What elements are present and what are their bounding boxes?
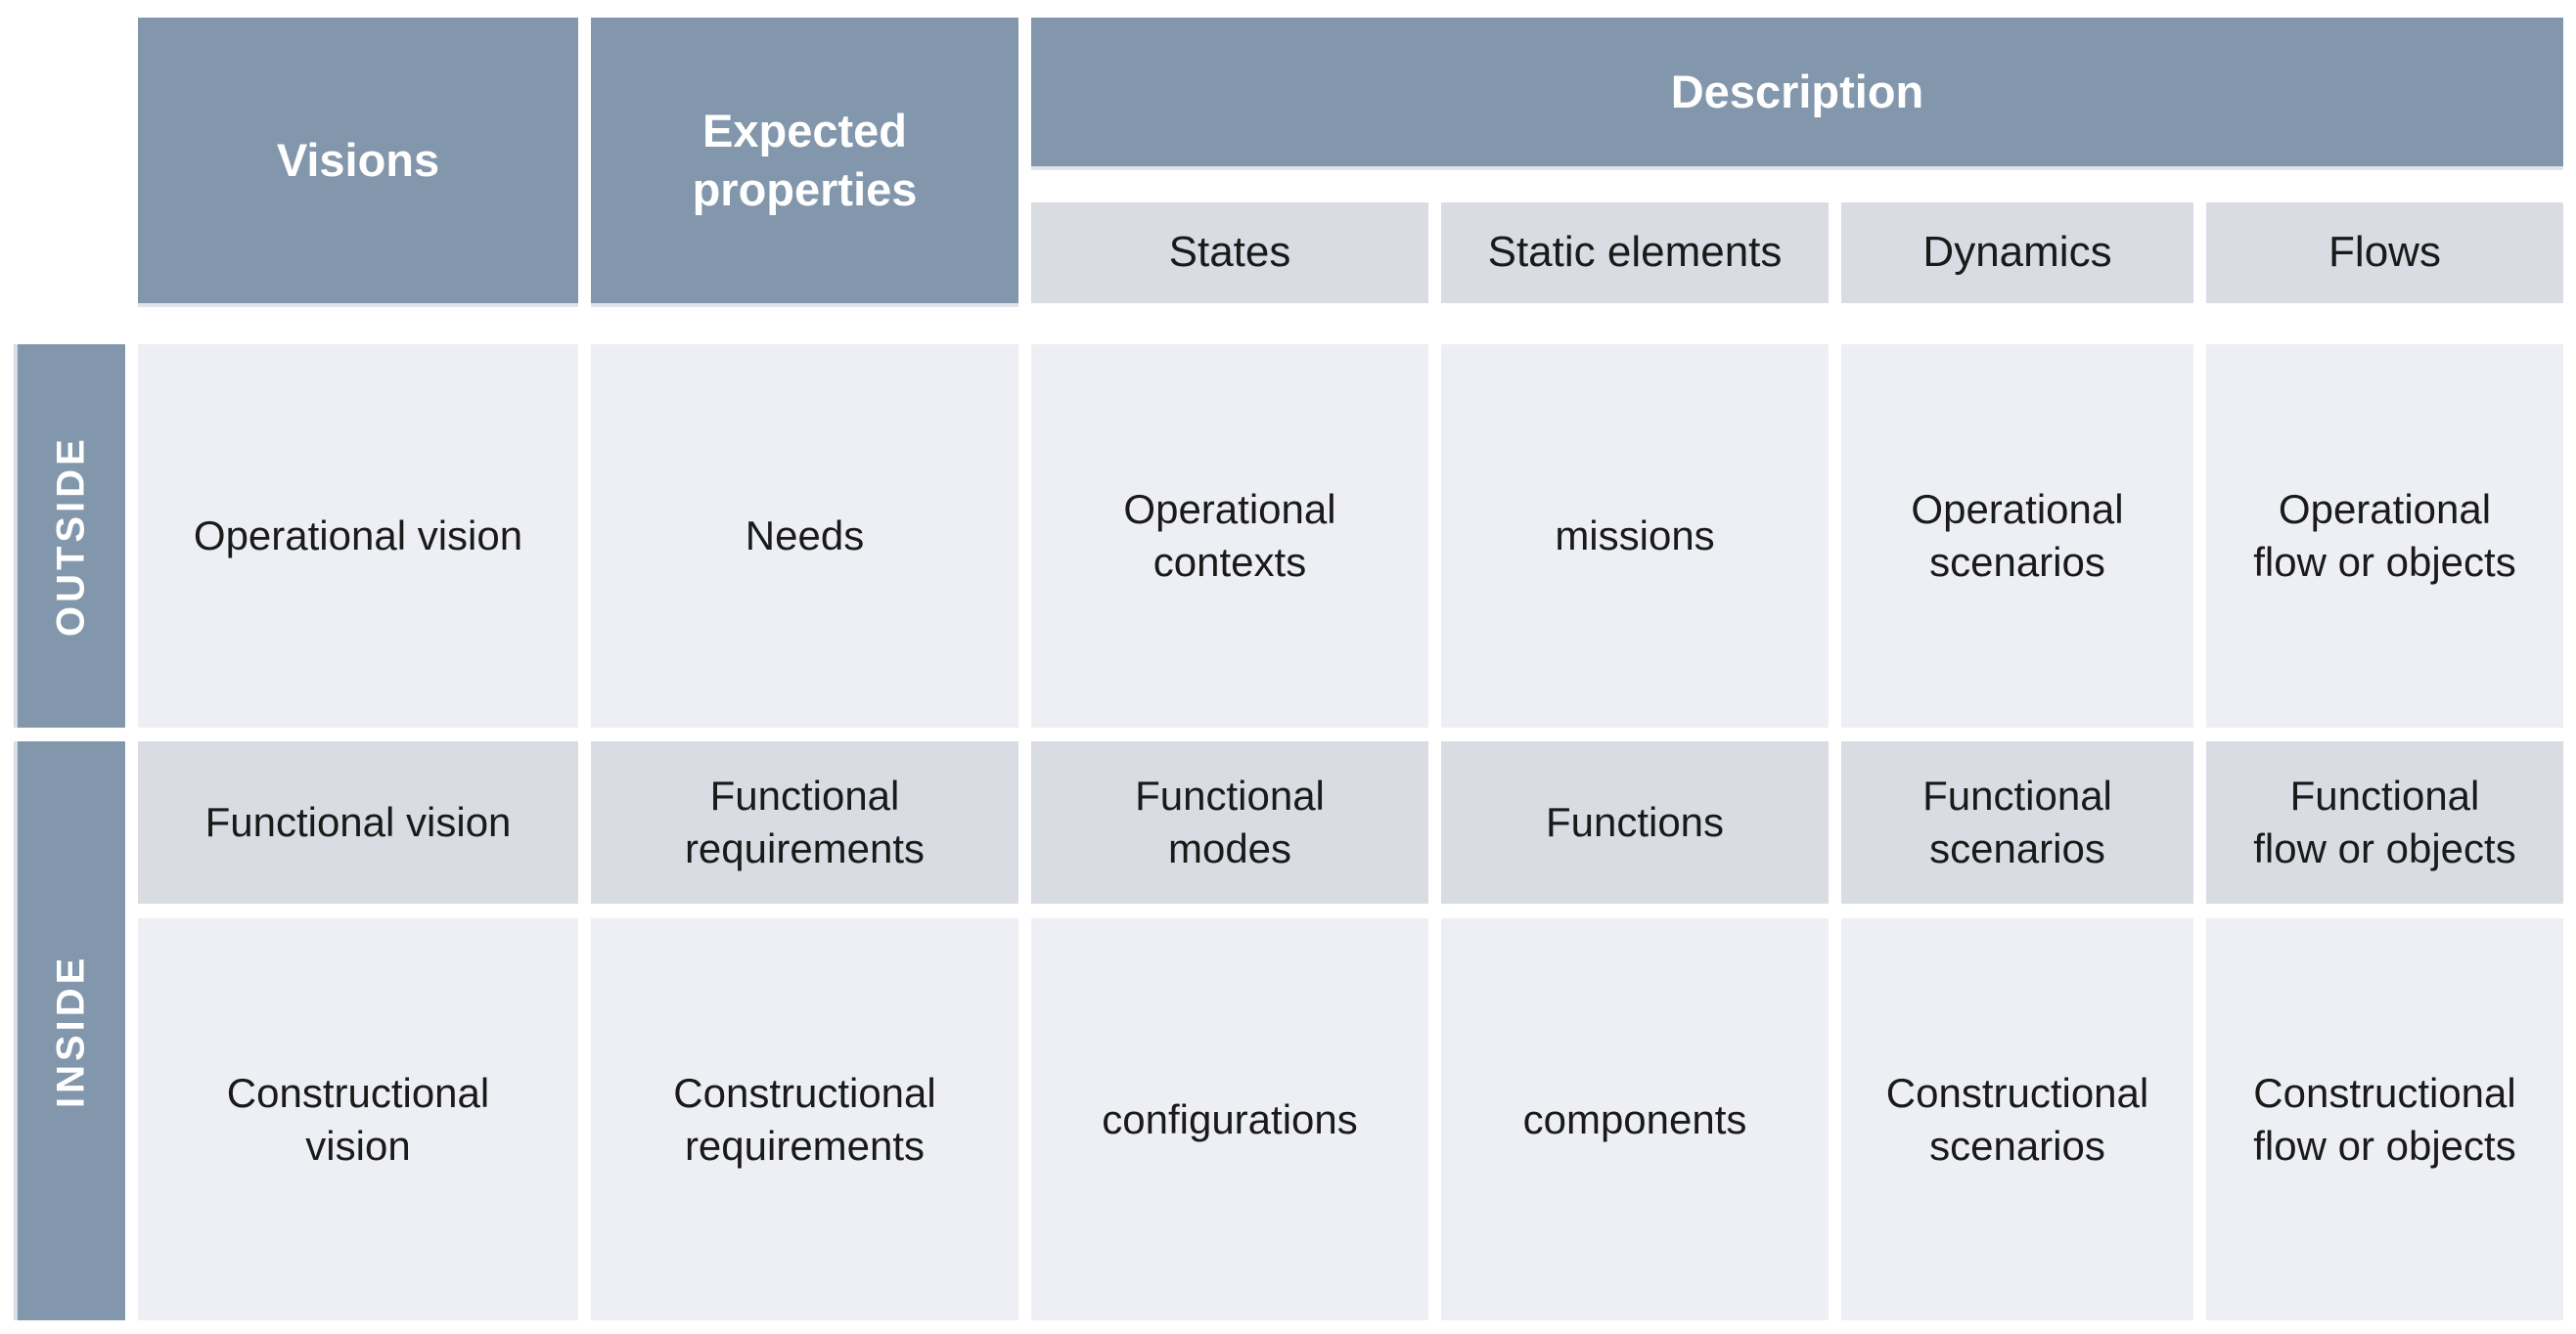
cell-functional-requirements: Functional requirements [591, 741, 1018, 904]
column-header-expected-properties: Expected properties [591, 18, 1018, 303]
vision-matrix-table: Visions Expected properties Description … [18, 18, 2563, 1320]
subcolumn-header-flows: Flows [2206, 202, 2563, 303]
cell-functional-modes: Functional modes [1031, 741, 1428, 904]
column-header-description: Description [1031, 18, 2563, 166]
cell-needs: Needs [591, 344, 1018, 728]
cell-missions: missions [1441, 344, 1829, 728]
cell-functional-scenarios: Functional scenarios [1841, 741, 2193, 904]
cell-components: components [1441, 918, 1829, 1320]
cell-functional-vision: Functional vision [138, 741, 578, 904]
subcolumn-header-static-elements: Static elements [1441, 202, 1829, 303]
cell-functional-flow-or-objects: Functional flow or objects [2206, 741, 2563, 904]
cell-configurations: configurations [1031, 918, 1428, 1320]
subcolumn-header-states: States [1031, 202, 1428, 303]
subcolumn-header-dynamics: Dynamics [1841, 202, 2193, 303]
cell-constructional-vision: Constructional vision [138, 918, 578, 1320]
cell-functions: Functions [1441, 741, 1829, 904]
cell-operational-scenarios: Operational scenarios [1841, 344, 2193, 728]
cell-operational-flow-or-objects: Operational flow or objects [2206, 344, 2563, 728]
cell-constructional-flow-or-objects: Constructional flow or objects [2206, 918, 2563, 1320]
row-group-label-inside: INSIDE [18, 741, 125, 1320]
cell-constructional-scenarios: Constructional scenarios [1841, 918, 2193, 1320]
cell-operational-vision: Operational vision [138, 344, 578, 728]
row-group-label-outside: OUTSIDE [18, 344, 125, 728]
column-header-visions: Visions [138, 18, 578, 303]
cell-operational-contexts: Operational contexts [1031, 344, 1428, 728]
cell-constructional-requirements: Constructional requirements [591, 918, 1018, 1320]
